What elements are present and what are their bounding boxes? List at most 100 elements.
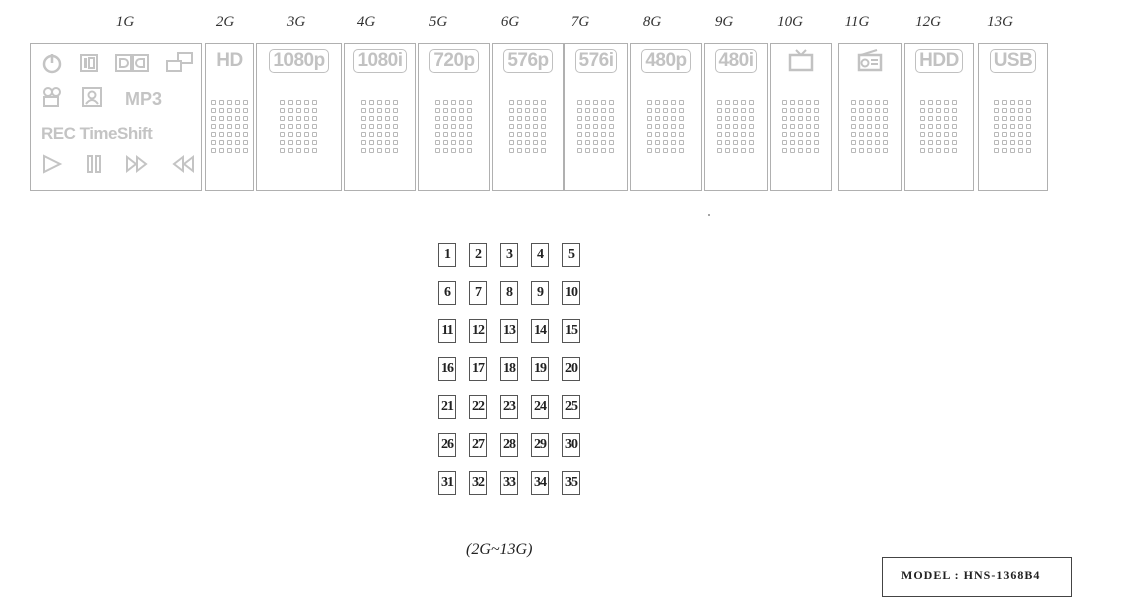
dot-segment — [994, 108, 999, 113]
dot-segment — [593, 148, 598, 153]
dot-segment — [242, 108, 248, 113]
segment-title-text: 1080p — [269, 49, 329, 73]
dot-segment — [1026, 108, 1031, 113]
dot-segment — [312, 108, 317, 113]
dot-segment — [883, 124, 888, 129]
dot-segment — [451, 132, 456, 137]
dot-segment — [1018, 100, 1023, 105]
g1-row-4 — [41, 153, 195, 178]
dot-matrix — [361, 100, 399, 154]
dot-segment — [798, 132, 803, 137]
dot-segment — [749, 100, 754, 105]
dot-segment — [790, 116, 795, 121]
segment-title-text: 576p — [503, 49, 553, 73]
dot-segment — [609, 124, 614, 129]
dot-segment — [377, 116, 382, 121]
dot-segment — [609, 108, 614, 113]
dot-segment — [952, 100, 957, 105]
dot-segment — [1010, 140, 1015, 145]
dot-segment — [1026, 124, 1031, 129]
dot-segment — [867, 100, 872, 105]
dot-segment — [741, 124, 746, 129]
dot-segment — [296, 124, 301, 129]
dot-segment — [509, 100, 514, 105]
dot-segment — [671, 108, 676, 113]
dot-segment — [369, 148, 374, 153]
dot-segment — [234, 124, 240, 129]
dot-segment — [875, 148, 880, 153]
dot-segment — [369, 116, 374, 121]
dot-segment — [1002, 132, 1007, 137]
dot-segment — [304, 100, 309, 105]
dot-segment — [859, 132, 864, 137]
dot-segment — [647, 116, 652, 121]
dot-segment — [1026, 100, 1031, 105]
segment-title: USB — [979, 48, 1047, 74]
dot-segment — [385, 100, 390, 105]
segment-number-cell: 20 — [562, 357, 580, 381]
dot-segment — [451, 116, 456, 121]
dot-segment — [867, 148, 872, 153]
dot-matrix — [851, 100, 889, 154]
dot-segment — [609, 148, 614, 153]
dot-segment — [1010, 148, 1015, 153]
dot-segment — [593, 132, 598, 137]
dot-segment — [385, 140, 390, 145]
dot-segment — [509, 108, 514, 113]
dot-segment — [717, 132, 722, 137]
dot-segment — [749, 132, 754, 137]
panel-10g — [770, 43, 832, 191]
dot-segment — [920, 140, 925, 145]
dot-segment — [936, 132, 941, 137]
dot-segment — [385, 116, 390, 121]
dot-segment — [741, 148, 746, 153]
dot-segment — [782, 116, 787, 121]
dot-segment — [663, 140, 668, 145]
panel-11g — [838, 43, 902, 191]
dot-segment — [369, 100, 374, 105]
dot-segment — [312, 132, 317, 137]
dot-segment — [679, 132, 684, 137]
dot-segment — [451, 148, 456, 153]
dot-segment — [883, 140, 888, 145]
dot-segment — [782, 124, 787, 129]
dot-segment — [577, 148, 582, 153]
dot-segment — [210, 116, 216, 121]
dot-segment — [435, 116, 440, 121]
dot-segment — [806, 132, 811, 137]
dot-segment — [806, 108, 811, 113]
segment-number-cell: 13 — [500, 319, 518, 343]
dot-segment — [655, 100, 660, 105]
g1-row-2: MP3 — [41, 86, 195, 112]
dot-segment — [655, 108, 660, 113]
dot-segment — [994, 148, 999, 153]
tv-icon — [771, 48, 831, 80]
dot-segment — [1026, 132, 1031, 137]
dot-segment — [814, 148, 819, 153]
dot-segment — [928, 140, 933, 145]
dot-segment — [733, 132, 738, 137]
dot-segment — [288, 140, 293, 145]
dot-segment — [361, 132, 366, 137]
dot-segment — [1026, 140, 1031, 145]
dot-segment — [377, 132, 382, 137]
dot-segment — [725, 100, 730, 105]
segment-number-cell: 23 — [500, 395, 518, 419]
dot-segment — [883, 108, 888, 113]
dot-segment — [369, 124, 374, 129]
dot-segment — [525, 108, 530, 113]
dot-segment — [280, 100, 285, 105]
dot-segment — [218, 108, 224, 113]
dot-segment — [577, 100, 582, 105]
group-label-7g: 7G — [570, 14, 590, 30]
dot-segment — [733, 116, 738, 121]
dot-segment — [741, 116, 746, 121]
dot-segment — [655, 124, 660, 129]
dot-segment — [663, 124, 668, 129]
dot-segment — [806, 100, 811, 105]
segment-number-cell: 8 — [500, 281, 518, 305]
dot-segment — [459, 116, 464, 121]
dot-matrix — [717, 100, 755, 154]
dot-segment — [226, 108, 232, 113]
dot-segment — [725, 124, 730, 129]
